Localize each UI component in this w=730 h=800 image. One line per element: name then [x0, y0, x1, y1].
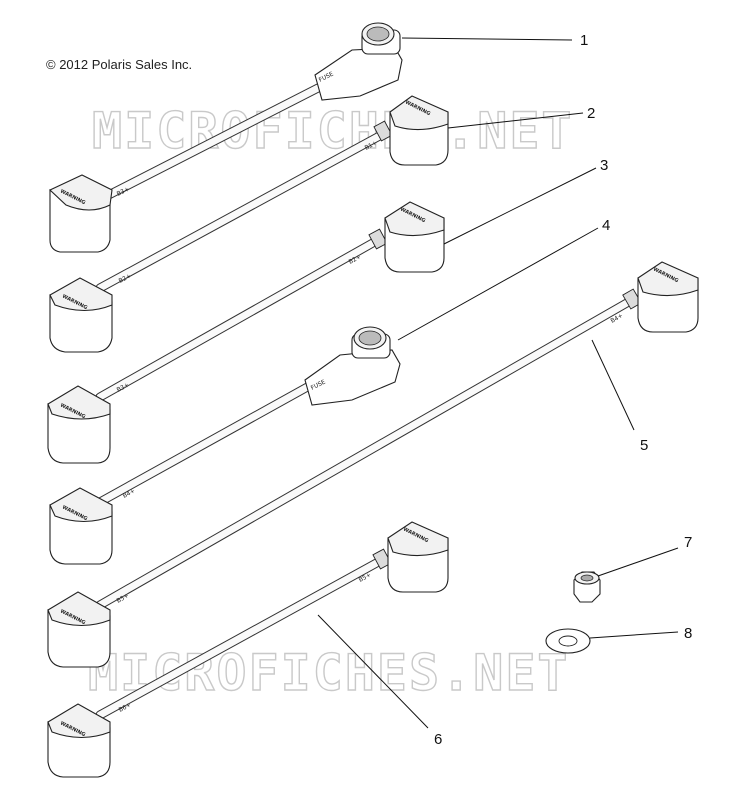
leader-line-4	[397, 227, 599, 341]
cable-assembly-1: FUSE B3+ WARNING	[49, 22, 403, 253]
callout-2: 2	[587, 105, 595, 122]
leader-line-2	[447, 112, 584, 129]
cable-assembly-3: WARNING B2+ B3+ WARNING	[47, 201, 445, 464]
nut-part-7	[573, 571, 601, 603]
leader-lines	[317, 37, 679, 729]
cable-assembly-6: WARNING B5+ B6+ WARNING	[47, 521, 449, 778]
terminal-boot-3-upper: WARNING	[384, 201, 445, 273]
terminal-boot-2-upper: WARNING	[389, 95, 449, 166]
fuse-holder-1: FUSE	[314, 22, 403, 101]
terminal-boot-5-upper: WARNING	[637, 261, 699, 333]
terminal-boot-2-lower: WARNING	[49, 277, 113, 353]
terminal-boot-6-lower: WARNING	[47, 703, 111, 778]
cable-assembly-4: FUSE B4+ WARNING	[49, 326, 401, 565]
terminal-boot-5-lower: WARNING	[47, 591, 111, 668]
fuse-holder-4: FUSE	[304, 326, 401, 406]
leader-line-1	[401, 37, 573, 41]
watermark-top: MICROFICHES.NET	[92, 102, 574, 160]
callout-8: 8	[684, 625, 692, 642]
leader-line-7	[597, 547, 679, 577]
terminal-boot-6-upper: WARNING	[387, 521, 449, 593]
leader-line-8	[589, 631, 679, 639]
callout-5: 5	[640, 437, 648, 454]
terminal-boot-4-lower: WARNING	[49, 487, 113, 565]
cable-assembly-5: WARNING B4+ B5+ WARNING	[47, 261, 699, 668]
terminal-boot-3-lower: WARNING	[47, 385, 111, 464]
callout-numbers: 1 2 3 4 5 6 7 8	[434, 32, 692, 748]
copyright-notice: © 2012 Polaris Sales Inc.	[46, 57, 193, 72]
callout-1: 1	[580, 32, 588, 49]
terminal-boot-1-lower: WARNING	[49, 174, 113, 253]
callout-7: 7	[684, 534, 692, 551]
cable-assembly-2: WARNING B1+ B2+ WARNING	[49, 95, 449, 353]
leader-line-6	[317, 614, 429, 729]
leader-line-3	[443, 167, 597, 245]
callout-3: 3	[600, 157, 608, 174]
washer-part-8	[545, 628, 591, 654]
leader-line-5	[591, 339, 635, 431]
callout-6: 6	[434, 731, 442, 748]
callout-4: 4	[602, 217, 610, 234]
watermark-bottom: MICROFICHES.NET	[88, 644, 570, 702]
